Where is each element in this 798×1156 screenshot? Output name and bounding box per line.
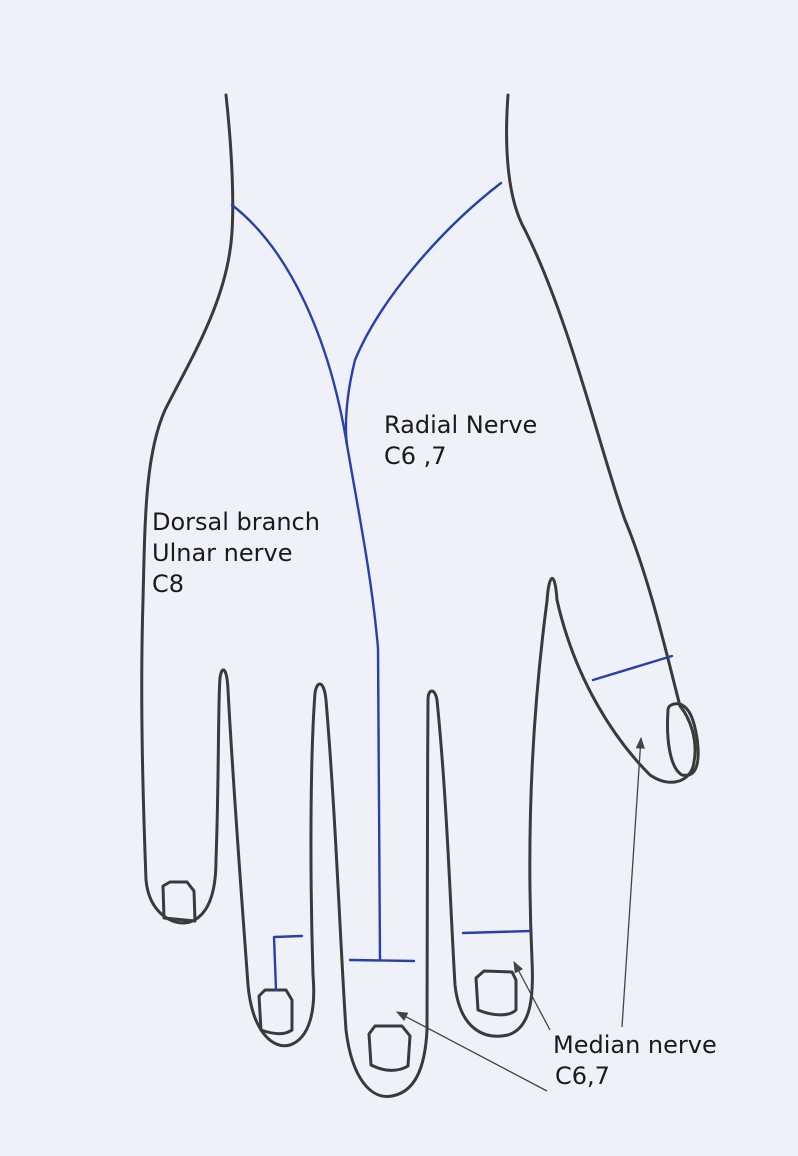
radial-nerve-line	[346, 183, 501, 445]
median-nerve-label: Median nerve C6,7	[553, 1030, 717, 1092]
radial-nerve-label: Radial Nerve C6 ,7	[384, 410, 537, 472]
radial-nerve-roots: C6 ,7	[384, 441, 537, 472]
thumb-boundary	[593, 656, 672, 680]
ring-finger-boundary	[274, 936, 302, 990]
ulnar-nerve-name: Ulnar nerve	[152, 538, 320, 569]
little-finger-nail	[163, 882, 195, 921]
radial-nerve-name: Radial Nerve	[384, 410, 537, 441]
ring-finger-nail	[259, 990, 292, 1034]
ulnar-nerve-branch: Dorsal branch	[152, 507, 320, 538]
median-nerve-name: Median nerve	[553, 1030, 717, 1061]
ulnar-nerve-roots: C8	[152, 569, 320, 600]
index-finger-nail	[476, 971, 516, 1015]
index-finger-boundary	[463, 931, 530, 933]
middle-finger-boundary	[350, 960, 414, 961]
ulnar-nerve-label: Dorsal branch Ulnar nerve C8	[152, 507, 320, 600]
median-nerve-roots: C6,7	[553, 1061, 717, 1092]
middle-finger-nail	[369, 1026, 410, 1070]
pointer-to-thumb	[622, 738, 641, 1027]
